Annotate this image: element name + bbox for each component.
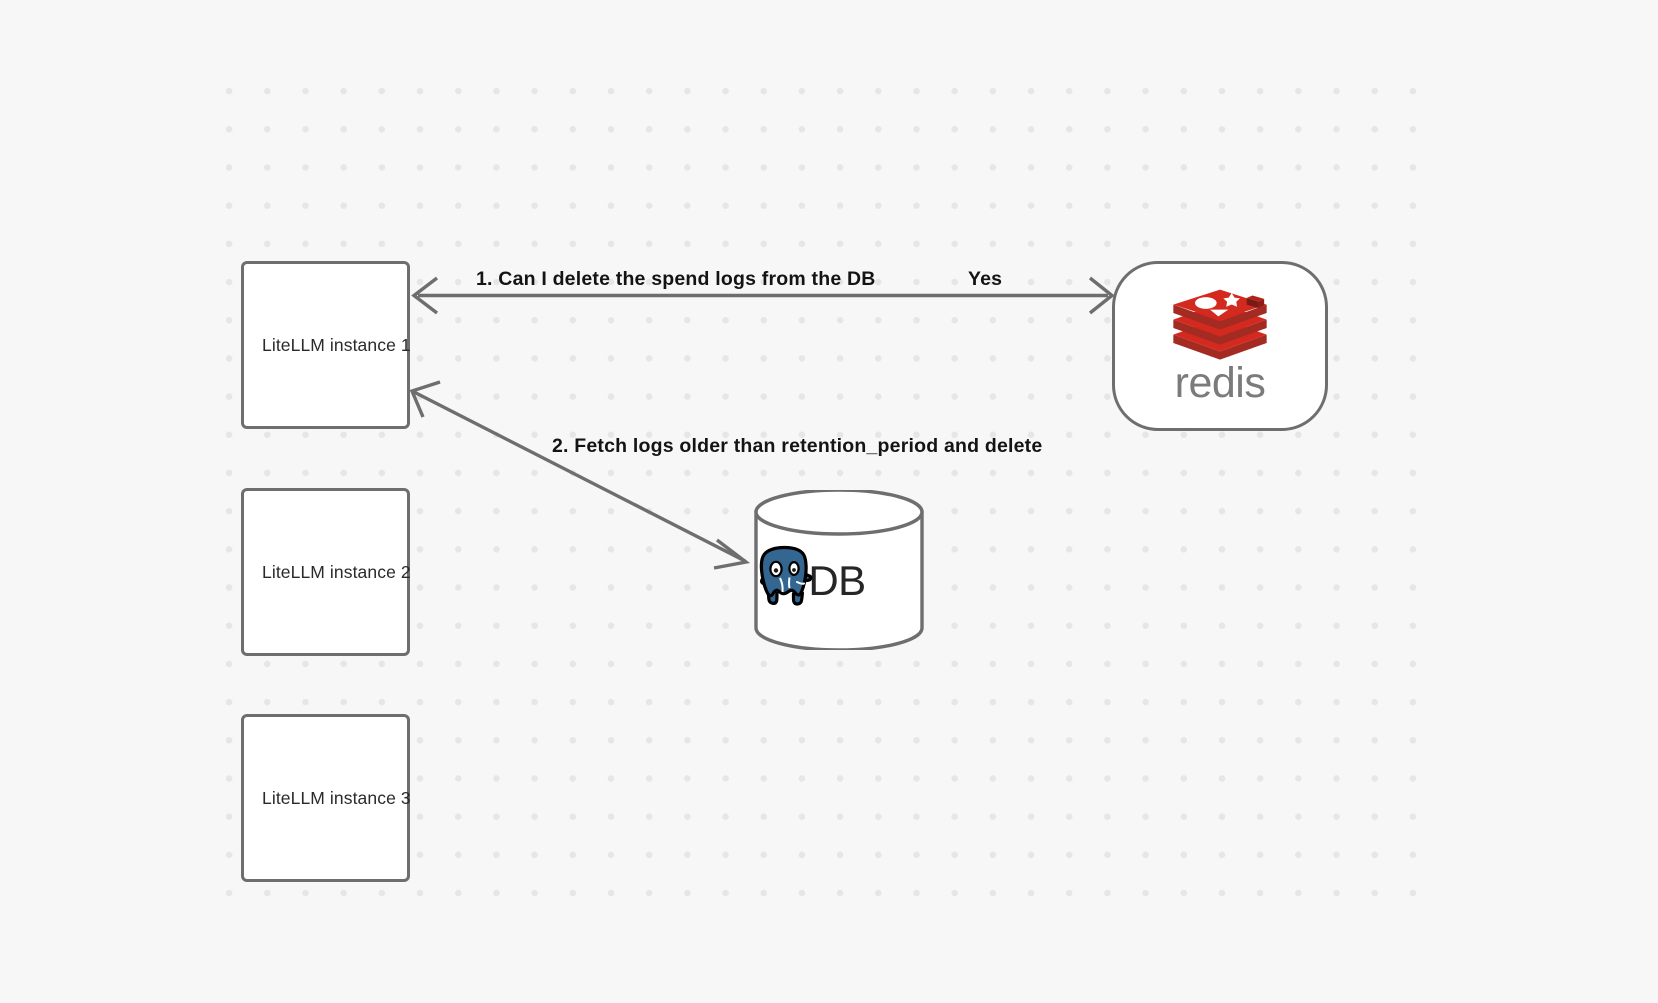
redis-wordmark-label: redis (1174, 358, 1266, 407)
node-litellm-instance-1-label: LiteLLM instance 1 (262, 334, 411, 355)
node-redis[interactable]: redis (1112, 261, 1328, 431)
database-label: DB (808, 557, 866, 604)
node-litellm-instance-1[interactable]: LiteLLM instance 1 (241, 261, 411, 429)
edge-litellm1-to-database (409, 380, 751, 570)
edge-label-yes: Yes (968, 268, 1003, 290)
node-litellm-instance-2[interactable]: LiteLLM instance 2 (241, 488, 411, 656)
node-litellm-instance-3[interactable]: LiteLLM instance 3 (241, 714, 411, 882)
node-litellm-instance-3-label: LiteLLM instance 3 (262, 787, 411, 808)
node-litellm-instance-2-label: LiteLLM instance 2 (262, 561, 411, 582)
node-database[interactable]: DB (753, 490, 925, 650)
redis-logo-icon (1173, 289, 1267, 360)
edge-label-step-1: 1. Can I delete the spend logs from the … (476, 268, 876, 290)
edge-label-step-2: 2. Fetch logs older than retention_perio… (552, 435, 1043, 457)
postgresql-elephant-icon (759, 545, 813, 606)
database-cylinder-shape (754, 490, 924, 650)
